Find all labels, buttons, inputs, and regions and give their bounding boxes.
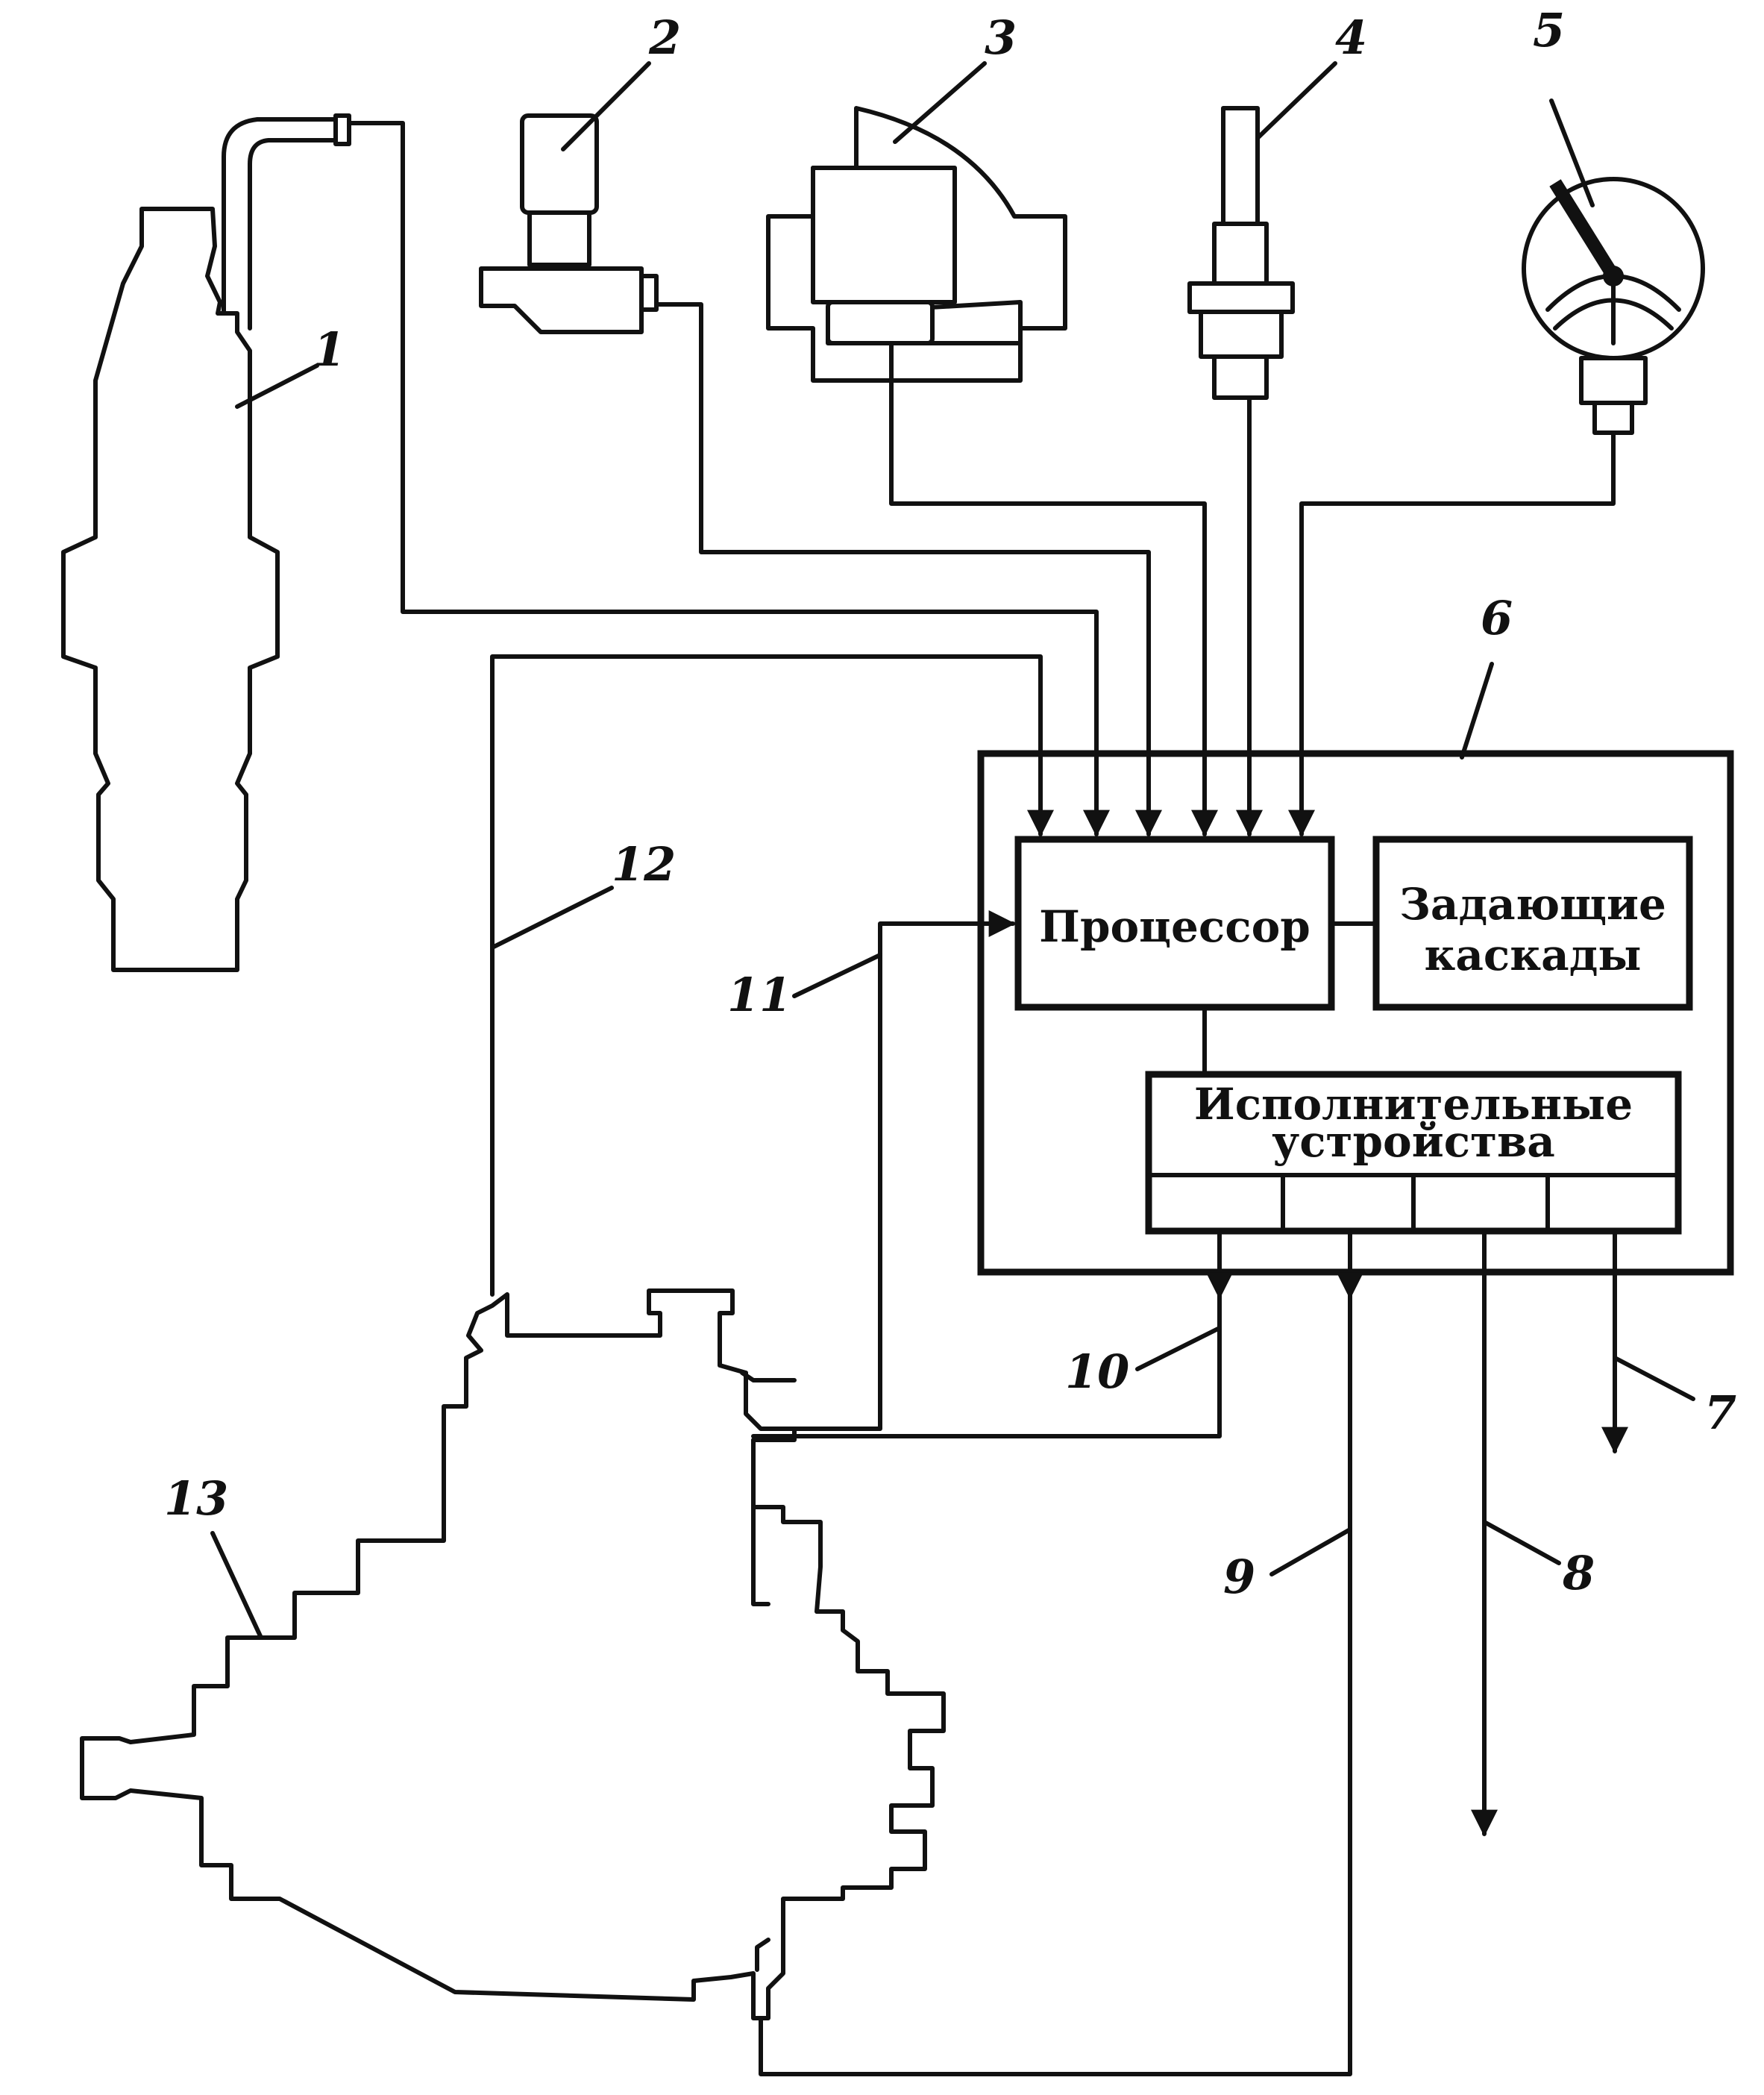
label-10: 10	[1065, 1344, 1129, 1399]
actuators-label-line2: устройства	[1272, 1116, 1555, 1167]
label-13: 13	[164, 1471, 228, 1526]
injection-pump-component-13	[80, 1288, 946, 2020]
processor-label: Процессор	[1039, 901, 1311, 952]
label-8: 8	[1562, 1546, 1595, 1600]
label-9: 9	[1223, 1550, 1255, 1604]
actuators-label-line1: Исполнительные	[1194, 1079, 1633, 1130]
sensor-component-3	[766, 106, 1067, 383]
input-signal-lines	[347, 121, 1616, 1431]
leader-lines	[210, 61, 1695, 1640]
driver-stages-label-line2: каскады	[1424, 930, 1641, 980]
control-unit-frame	[977, 750, 1734, 1276]
injector-component-1	[61, 113, 351, 972]
output-signal-lines	[751, 1229, 1628, 2076]
driver-stages-label-line1: Задающие	[1399, 879, 1666, 930]
label-7: 7	[1704, 1385, 1736, 1440]
callout-labels: 1 2 3 4 5 6 7 8 9 10 11 12 13	[164, 3, 1736, 1604]
label-11: 11	[727, 968, 791, 1022]
sensor-component-5	[1522, 177, 1705, 435]
label-5: 5	[1533, 3, 1565, 57]
label-3: 3	[985, 10, 1017, 65]
sensor-component-4	[1187, 106, 1295, 400]
label-12: 12	[612, 837, 676, 892]
label-2: 2	[648, 10, 681, 65]
control-unit-6: Процессор Задающие каскады Исполнительны…	[977, 750, 1734, 1276]
sensor-component-2	[479, 113, 659, 334]
label-1: 1	[313, 322, 345, 377]
label-4: 4	[1335, 10, 1367, 65]
label-6: 6	[1481, 591, 1513, 645]
